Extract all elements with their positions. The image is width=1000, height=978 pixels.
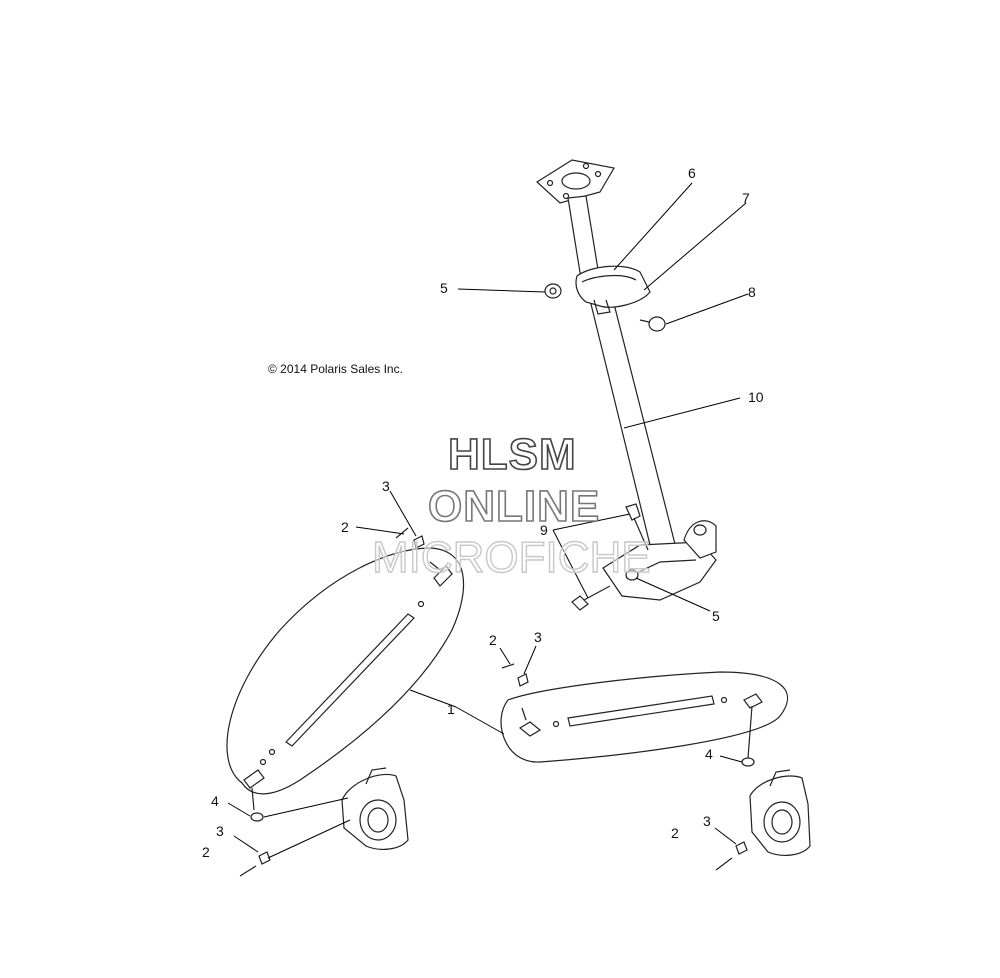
callout-3-left-bottom: 3 [216,823,224,839]
tie-rod-kit-right [500,671,789,763]
tie-rod-kit-left [226,547,465,811]
callout-labels: 1 2 3 2 3 4 3 2 4 3 2 5 5 6 7 8 9 10 [202,165,764,860]
watermark-line-2: ONLINE [427,481,601,532]
watermark-line-1: HLSM [447,429,577,480]
callout-9: 9 [540,522,548,538]
callout-3-mid: 3 [534,629,542,645]
copyright-notice: © 2014 Polaris Sales Inc. [268,362,403,376]
callout-5-lower: 5 [712,608,720,624]
watermark-line-3: MICROFICHE [371,532,651,582]
callout-7: 7 [742,190,750,206]
nut-5-upper [544,283,562,299]
callout-1: 1 [447,701,455,717]
callout-3-right-bottom: 3 [703,813,711,829]
hardware-right [501,663,755,871]
callout-6: 6 [688,165,696,181]
callout-2-mid: 2 [489,632,497,648]
leader-lines [227,182,749,859]
callout-5-upper: 5 [440,280,448,296]
callout-4-left: 4 [211,793,219,809]
callout-10: 10 [748,389,764,405]
callout-2-right-bottom: 2 [671,825,679,841]
callout-2-left-bottom: 2 [202,844,210,860]
callout-8: 8 [748,284,756,300]
knuckle-left [341,767,409,850]
pin-8 [639,316,666,332]
callout-4-right: 4 [705,746,713,762]
hardware-left [239,527,425,877]
callout-3-left-top: 3 [382,478,390,494]
knuckle-right [749,769,811,856]
steering-post [536,159,717,601]
callout-2-left-top: 2 [341,519,349,535]
